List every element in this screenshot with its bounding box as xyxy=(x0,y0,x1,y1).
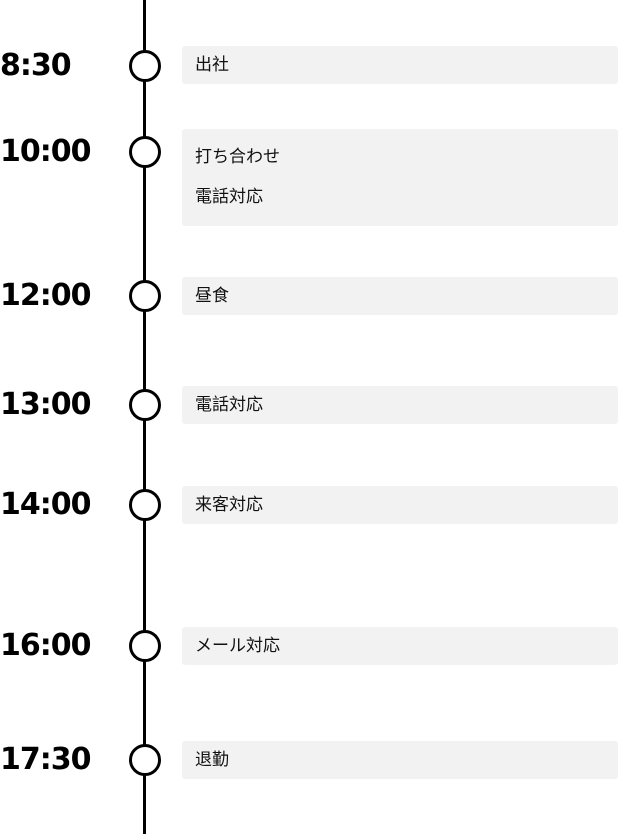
time-label: 14:00 xyxy=(0,487,92,522)
task-label: 出社 xyxy=(195,55,229,75)
task-box: メール対応 xyxy=(182,627,618,665)
task-box: 出社 xyxy=(182,46,618,84)
task-box: 電話対応 xyxy=(182,386,618,424)
task-label: 電話対応 xyxy=(195,187,263,207)
timeline-marker xyxy=(129,389,161,421)
task-box: 退勤 xyxy=(182,741,618,779)
time-label: 13:00 xyxy=(0,387,92,422)
timeline-marker xyxy=(129,50,161,82)
timeline-marker xyxy=(129,744,161,776)
task-box: 来客対応 xyxy=(182,486,618,524)
task-label: 昼食 xyxy=(195,286,229,306)
timeline-marker xyxy=(129,489,161,521)
task-box: 打ち合わせ 電話対応 xyxy=(182,129,618,226)
time-label: 16:00 xyxy=(0,628,92,663)
time-label: 10:00 xyxy=(0,134,92,169)
timeline-marker xyxy=(129,280,161,312)
task-label: 退勤 xyxy=(195,750,229,770)
task-label: 打ち合わせ xyxy=(195,147,280,167)
task-label: メール対応 xyxy=(195,636,280,656)
task-box: 昼食 xyxy=(182,277,618,315)
time-label: 17:30 xyxy=(0,742,92,777)
timeline-marker xyxy=(129,136,161,168)
task-label: 電話対応 xyxy=(195,395,263,415)
timeline-marker xyxy=(129,630,161,662)
task-label: 来客対応 xyxy=(195,495,263,515)
time-label: 8:30 xyxy=(0,48,72,83)
time-label: 12:00 xyxy=(0,278,92,313)
